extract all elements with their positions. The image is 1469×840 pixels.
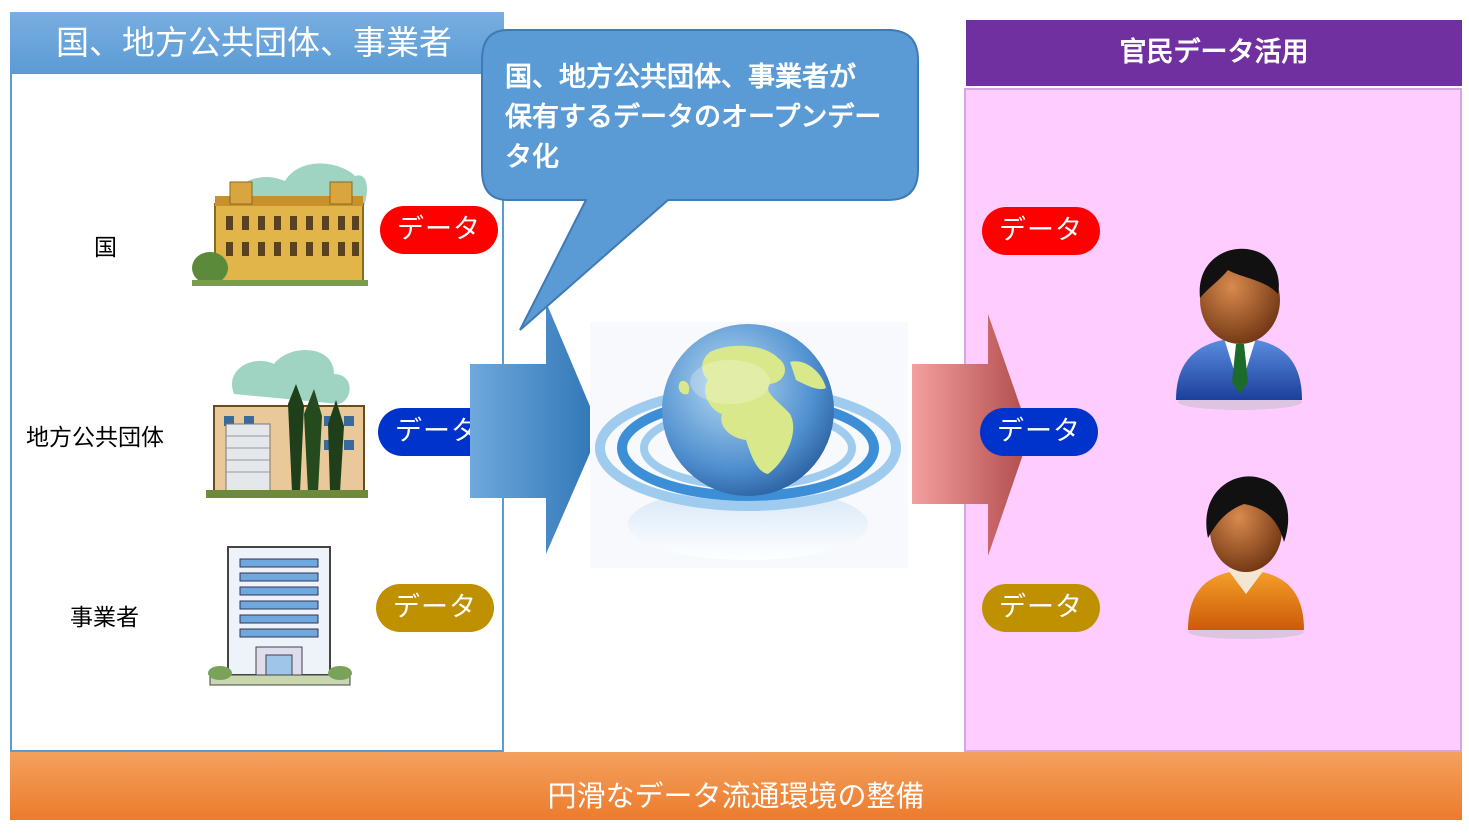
government-building-icon <box>192 163 368 286</box>
company-building-icon <box>208 546 352 686</box>
data-badge-right-2: データ <box>980 408 1098 456</box>
utilization-panel-title: 官民データ活用 <box>966 20 1462 86</box>
businesswoman-icon <box>1188 476 1304 639</box>
municipal-office-icon <box>206 350 368 498</box>
globe-icon <box>590 322 908 568</box>
row-label-local-government: 地方公共団体 <box>26 425 164 451</box>
callout-line-3: タ化 <box>505 142 559 173</box>
data-badge-right-3: データ <box>982 584 1100 632</box>
provider-panel-title: 国、地方公共団体、事業者 <box>10 12 504 74</box>
businessman-icon <box>1176 248 1302 410</box>
data-badge-right-1: データ <box>982 207 1100 255</box>
utilization-arrow <box>912 314 1030 556</box>
open-data-arrow <box>470 302 600 554</box>
callout-text: 国、地方公共団体、事業者が 保有するデータのオープンデー タ化 <box>505 58 905 178</box>
data-badge-national: データ <box>380 206 498 254</box>
row-label-national: 国 <box>94 235 117 261</box>
callout-line-1: 国、地方公共団体、事業者が <box>505 62 856 93</box>
callout-bubble <box>481 29 919 331</box>
row-label-business: 事業者 <box>70 605 139 631</box>
callout-line-2: 保有するデータのオープンデー <box>505 102 882 133</box>
data-badge-business: データ <box>376 584 494 632</box>
footer-banner: 円滑なデータ流通環境の整備 <box>10 752 1462 820</box>
